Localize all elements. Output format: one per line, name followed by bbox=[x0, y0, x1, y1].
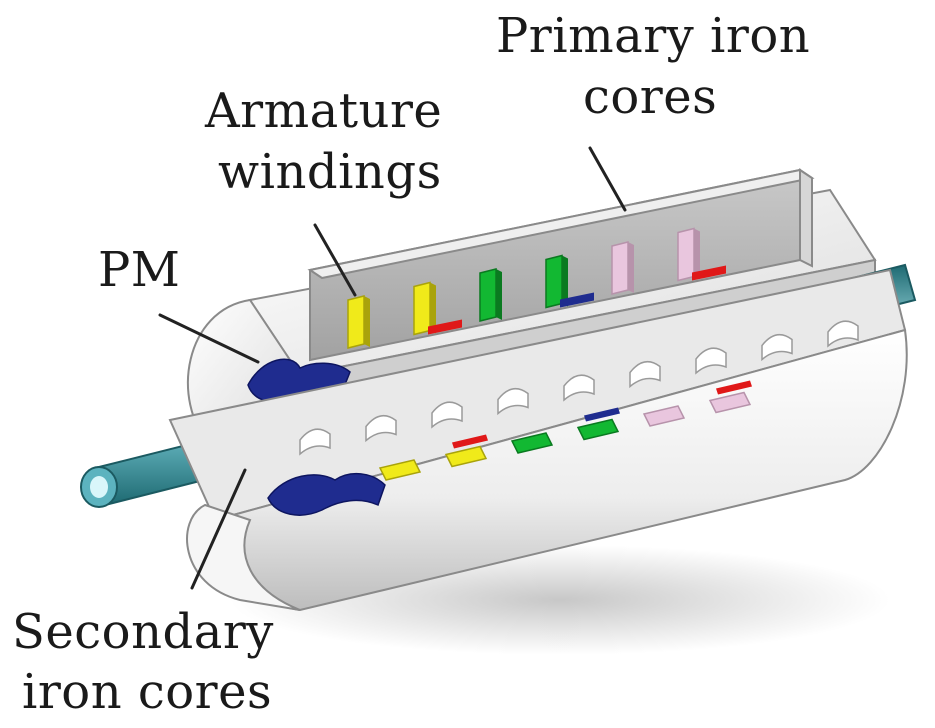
winding-coil-lower bbox=[444, 434, 488, 468]
secondary-core-tooth bbox=[695, 347, 727, 375]
secondary-core-tooth bbox=[497, 387, 529, 416]
secondary-core-tooth bbox=[827, 320, 859, 348]
winding-coil-upper bbox=[677, 227, 726, 282]
winding-coil-lower bbox=[642, 405, 686, 427]
label-primary-iron-cores-line1: Primary iron bbox=[496, 8, 810, 64]
winding-coil-lower bbox=[378, 459, 422, 481]
armature-windings-upper bbox=[347, 227, 726, 349]
winding-coil-lower bbox=[510, 432, 554, 454]
label-armature-windings-line1: Armature bbox=[204, 83, 442, 139]
leader-pm bbox=[158, 313, 260, 364]
label-secondary-iron-cores-line2: iron cores bbox=[22, 664, 272, 720]
winding-coil-upper bbox=[413, 281, 462, 336]
permanent-magnet-lower bbox=[267, 473, 386, 516]
winding-coil-upper bbox=[347, 295, 370, 349]
leader-secondary-iron-cores bbox=[190, 468, 247, 590]
leader-armature-windings bbox=[313, 223, 357, 297]
secondary-core-tooth bbox=[431, 401, 463, 429]
secondary-core-tooth bbox=[563, 374, 595, 402]
label-armature-windings-line2: windings bbox=[218, 144, 442, 200]
winding-coil-lower bbox=[576, 407, 620, 441]
secondary-core-tooth bbox=[365, 414, 397, 443]
secondary-core-tooth bbox=[629, 360, 661, 389]
secondary-core-tooth bbox=[761, 333, 793, 362]
primary-core-lower-end-cap bbox=[186, 503, 301, 611]
winding-coil-upper bbox=[611, 241, 634, 295]
secondary-iron-cores bbox=[299, 320, 859, 456]
winding-coil-upper bbox=[545, 254, 594, 309]
label-primary-iron-cores-line2: cores bbox=[583, 69, 717, 125]
winding-coil-upper bbox=[479, 268, 502, 322]
label-secondary-iron-cores-line1: Secondary bbox=[12, 604, 274, 660]
secondary-core-tooth bbox=[299, 428, 331, 456]
label-pm: PM bbox=[98, 242, 180, 298]
armature-windings-lower bbox=[378, 380, 752, 481]
leader-primary-iron-cores bbox=[588, 146, 627, 212]
winding-coil-lower bbox=[708, 380, 752, 414]
